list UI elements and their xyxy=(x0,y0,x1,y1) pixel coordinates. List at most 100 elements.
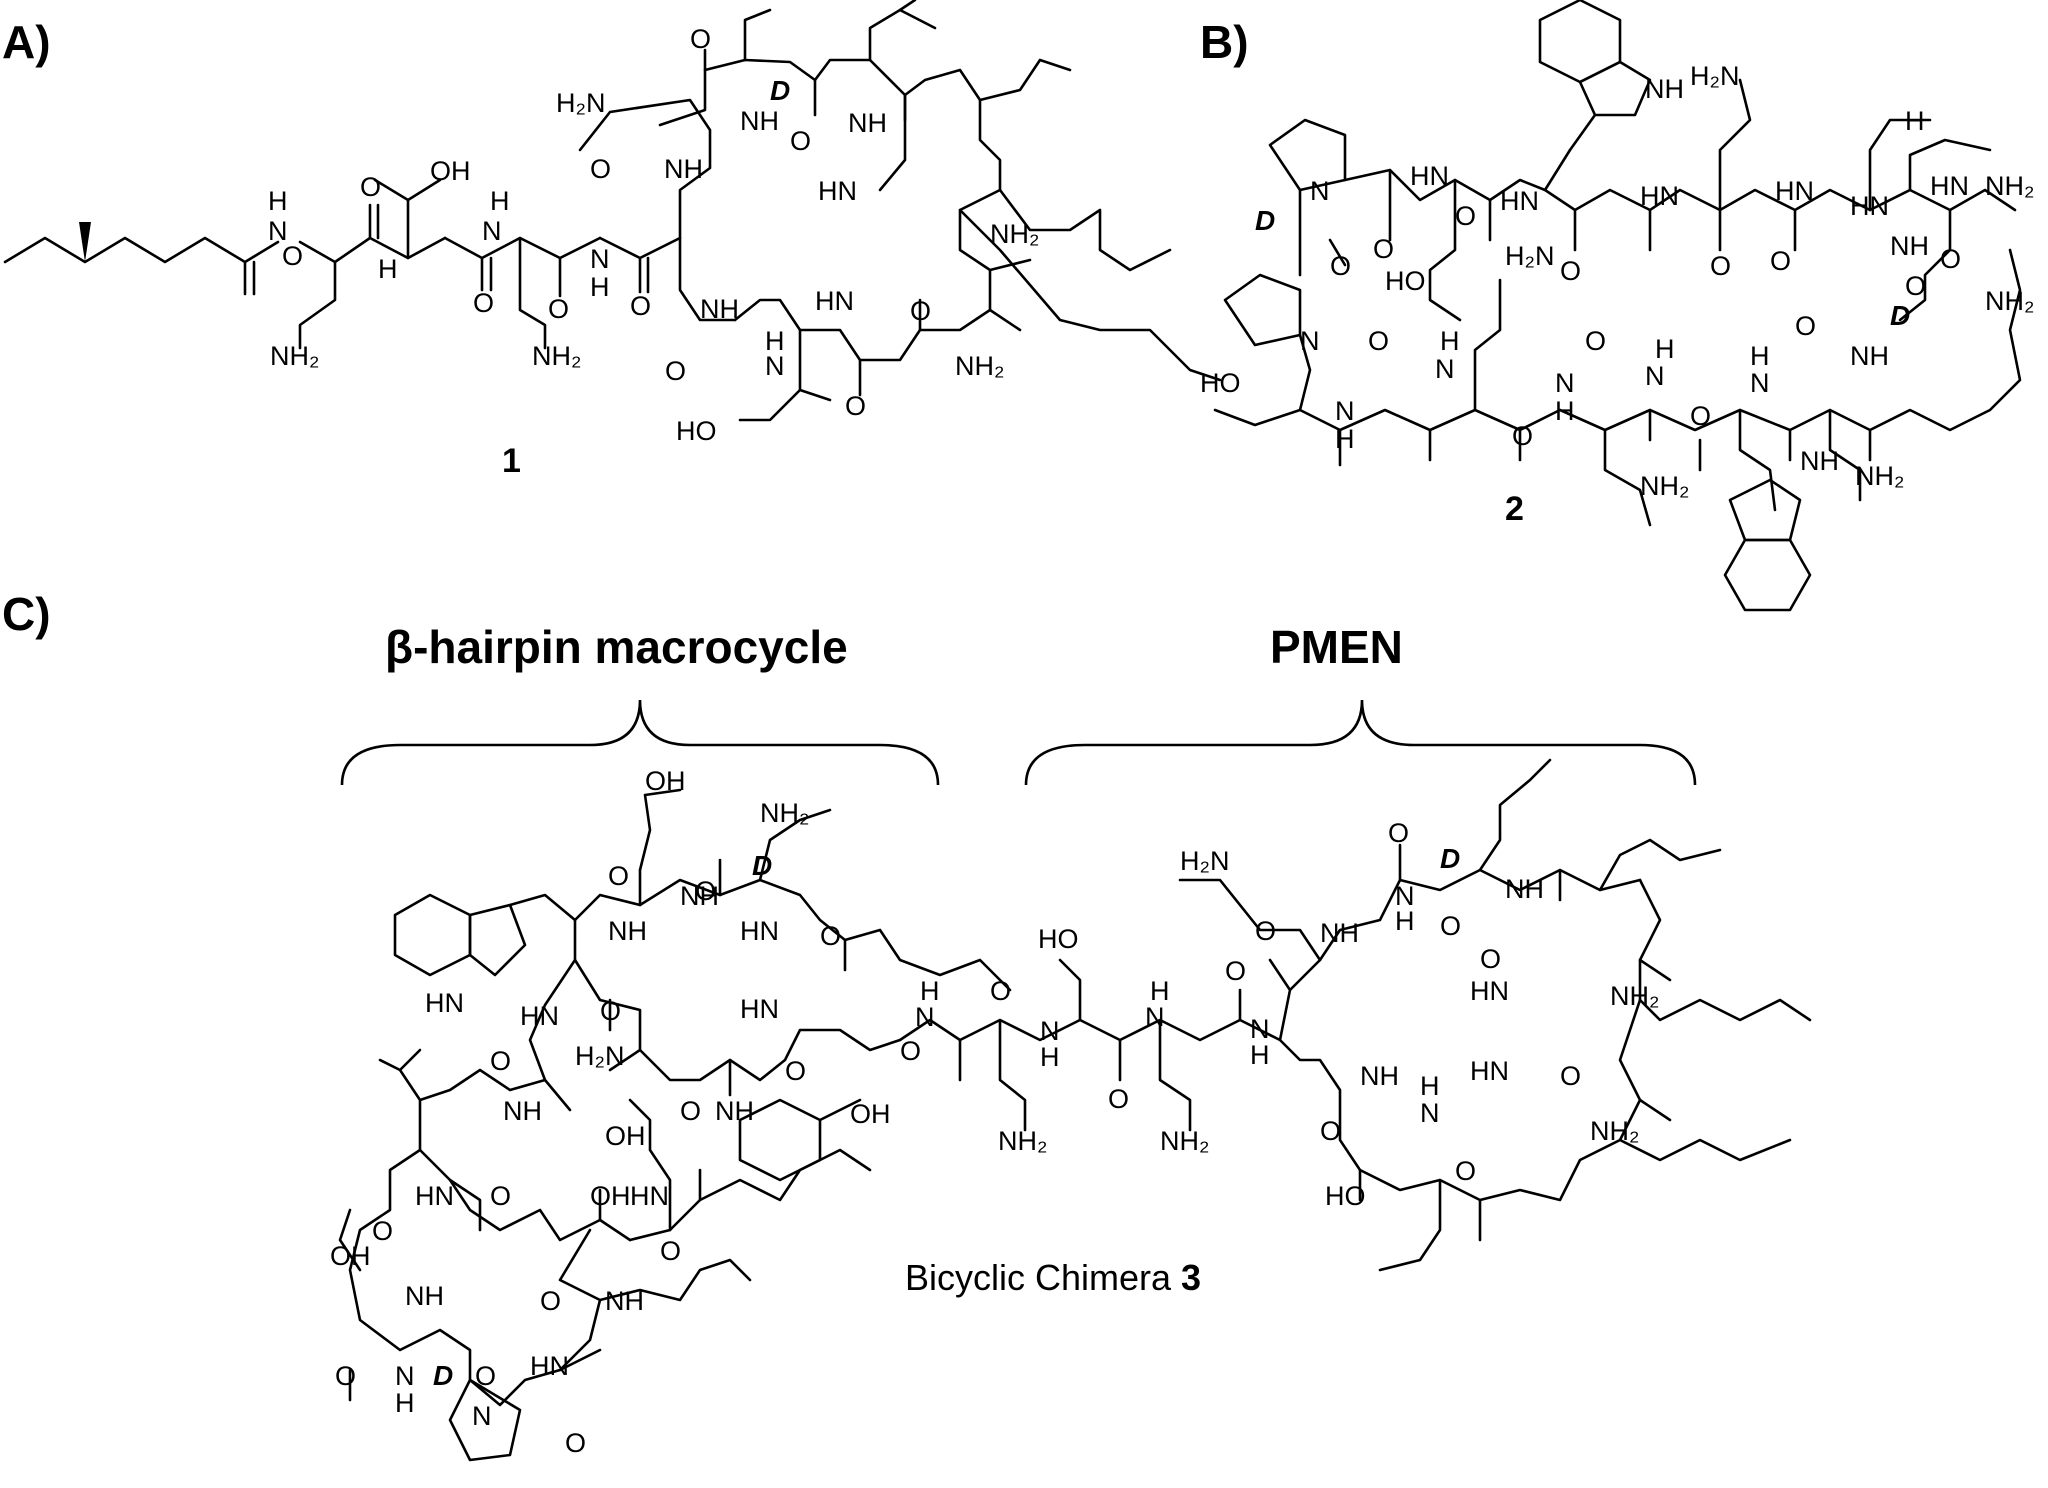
carbonyl-o: O xyxy=(282,241,303,271)
carbonyl-o: O xyxy=(790,126,811,156)
carbonyl-o: O xyxy=(1710,251,1731,281)
proline-n: N xyxy=(1300,326,1320,356)
carbonyl-o: O xyxy=(1388,818,1409,848)
svg-text:H: H xyxy=(268,186,288,216)
carbonyl-o: O xyxy=(785,1056,806,1086)
amide-h: H xyxy=(1655,334,1675,364)
amide-hn: HN xyxy=(1850,191,1889,221)
amide-h: H xyxy=(1040,1042,1060,1072)
hydroxyl-label: OH xyxy=(330,1241,371,1271)
hydroxyl-label: OH xyxy=(850,1099,891,1129)
carbonyl-o: O xyxy=(1373,234,1394,264)
d-configuration-label: D xyxy=(1890,300,1910,331)
carbonyl-o: O xyxy=(1255,916,1276,946)
carbonyl-o: O xyxy=(910,296,931,326)
amide-h: H xyxy=(590,272,610,302)
carbonyl-o: O xyxy=(1368,326,1389,356)
hydroxyl-label: OH xyxy=(430,156,471,186)
amine-label: H₂N xyxy=(1180,846,1229,876)
carbonyl-o: O xyxy=(540,1286,561,1316)
amide-n: N xyxy=(590,244,610,274)
d-configuration-label: D xyxy=(770,75,790,106)
amide-h: H xyxy=(1420,1071,1440,1101)
carbonyl-o: O xyxy=(1440,911,1461,941)
carbonyl-o: O xyxy=(1560,256,1581,286)
amide-nh: NH xyxy=(1890,231,1929,261)
carbonyl-o: O xyxy=(360,172,381,202)
amine-label: NH₂ xyxy=(1610,981,1659,1011)
amide-nh: NH xyxy=(700,294,739,324)
amide-h: H xyxy=(378,254,398,284)
carbonyl-o: O xyxy=(1330,251,1351,281)
amine-label: H₂N xyxy=(1690,61,1739,91)
amide-n: N xyxy=(915,1002,935,1032)
amine-label: H₂N xyxy=(575,1041,624,1071)
amide-nh: NH xyxy=(740,106,779,136)
amide-nh: NH xyxy=(1505,874,1544,904)
carbonyl-o: O xyxy=(1560,1061,1581,1091)
amide-nh: NH xyxy=(605,1286,644,1316)
amide-nh: NH xyxy=(1850,341,1889,371)
amine-label: NH₂ xyxy=(1985,286,2034,316)
amide-h: H xyxy=(1335,424,1355,454)
carbonyl-o: O xyxy=(1108,1084,1129,1114)
amide-hn: HN xyxy=(740,994,779,1024)
amine-label: NH₂ xyxy=(1640,471,1689,501)
carbonyl-o: O xyxy=(475,1361,496,1391)
amide-n: N xyxy=(268,216,288,246)
indole-nh: NH xyxy=(1645,74,1684,104)
amide-hn: HN xyxy=(630,1181,669,1211)
indole-hn: HN xyxy=(425,988,464,1018)
amide-n: N xyxy=(1420,1098,1440,1128)
amide-n: N xyxy=(1040,1016,1060,1046)
amide-h: H xyxy=(920,976,940,1006)
carbonyl-o: O xyxy=(1690,401,1711,431)
amide-n: N xyxy=(482,216,502,246)
d-configuration-label: D xyxy=(1440,843,1460,874)
proline-n: N xyxy=(472,1401,492,1431)
amide-n: N xyxy=(1750,368,1770,398)
hydroxyl-label: HO xyxy=(1385,266,1426,296)
amide-h: H xyxy=(765,326,785,356)
structure-compound-3: OH NH₂ D O O NH NH HN O HN HN O HN H₂N O… xyxy=(330,758,1812,1462)
hydroxyl-label: OH xyxy=(590,1181,631,1211)
carbonyl-o: O xyxy=(335,1361,356,1391)
amide-n: N xyxy=(395,1361,415,1391)
amide-hn: HN xyxy=(1470,1056,1509,1086)
amide-hn: HN xyxy=(1640,181,1679,211)
amide-n: N xyxy=(1395,881,1415,911)
amide-nh: NH xyxy=(680,881,719,911)
amide-h: H xyxy=(1440,326,1460,356)
structure-compound-2: HN O O D N N O HO HN O HN O HN O HN HN O… xyxy=(1200,0,2034,612)
amide-nh: NH xyxy=(608,916,647,946)
heading-beta-hairpin: β-hairpin macrocycle xyxy=(385,621,848,673)
carbonyl-o: O xyxy=(1905,271,1926,301)
carbonyl-o: O xyxy=(1940,244,1961,274)
hydroxyl-label: OH xyxy=(645,766,686,796)
d-configuration-label: D xyxy=(752,850,772,881)
amide-h: H xyxy=(1750,341,1770,371)
carbonyl-o: O xyxy=(1480,944,1501,974)
proline-n: N xyxy=(1310,176,1330,206)
amine-label: NH₂ xyxy=(760,798,809,828)
heading-pmen: PMEN xyxy=(1270,621,1403,673)
panel-label-c: C) xyxy=(2,588,51,640)
amide-nh: NH xyxy=(715,1096,754,1126)
carbonyl-o: O xyxy=(630,291,651,321)
carbonyl-o: O xyxy=(548,294,569,324)
carbonyl-o: O xyxy=(1770,246,1791,276)
carbonyl-o: O xyxy=(490,1046,511,1076)
amide-h: H xyxy=(1395,906,1415,936)
amide-hn: HN xyxy=(1500,186,1539,216)
amide-n: N xyxy=(1645,361,1665,391)
carbonyl-o: O xyxy=(665,356,686,386)
carbonyl-o: O xyxy=(372,1216,393,1246)
carbonyl-o: O xyxy=(990,976,1011,1006)
carbonyl-o: O xyxy=(490,1181,511,1211)
structure-compound-1: H N O O H NH₂ OH O H N O NH₂ N H O H₂N N… xyxy=(3,0,1222,480)
carbonyl-o: O xyxy=(565,1428,586,1458)
panel-label-a: A) xyxy=(2,16,51,68)
amine-label: NH₂ xyxy=(990,219,1039,249)
amide-n: N xyxy=(1435,354,1455,384)
caption-prefix: Bicyclic Chimera xyxy=(905,1257,1181,1298)
